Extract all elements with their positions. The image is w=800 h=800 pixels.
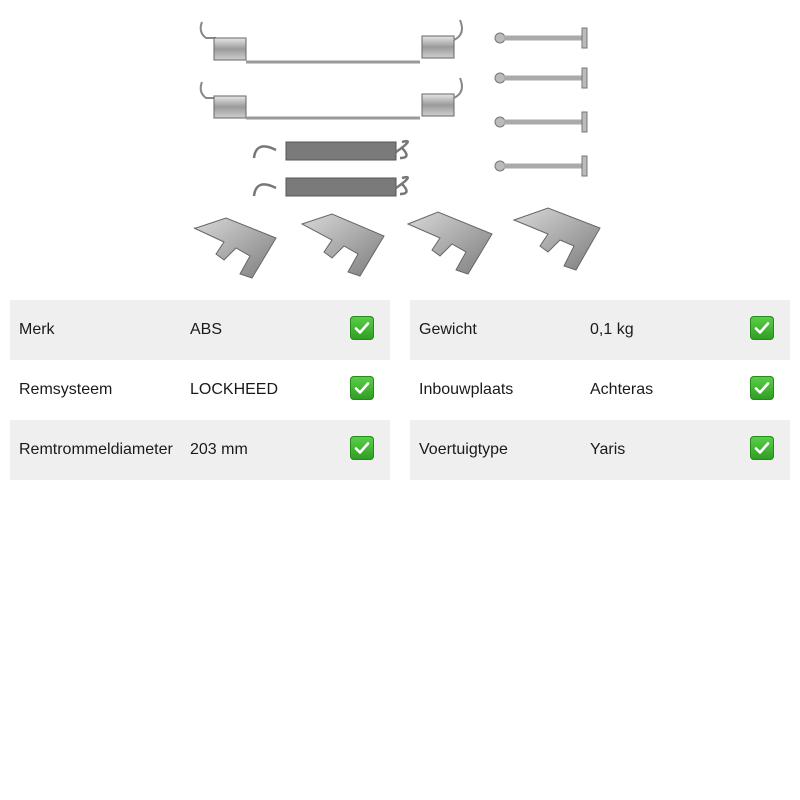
spec-value: Achteras <box>590 381 654 398</box>
spec-row-gewicht: Gewicht 0,1 kg <box>410 300 790 360</box>
spec-table-left: Merk ABS Remsysteem LOCKHEED Remtrommeld… <box>10 300 390 480</box>
clip-1 <box>193 217 277 279</box>
spec-value: 203 mm <box>190 441 248 458</box>
check-icon <box>350 436 374 460</box>
check-icon <box>350 316 374 340</box>
check-icon <box>750 436 774 460</box>
check-icon <box>350 376 374 400</box>
short-spring-1 <box>252 139 409 161</box>
brake-kit-illustration <box>193 19 601 279</box>
spec-value: 0,1 kg <box>590 321 634 338</box>
pin-2 <box>494 67 588 89</box>
clip-2 <box>300 213 385 277</box>
spec-label: Inbouwplaats <box>419 381 514 398</box>
spec-label: Gewicht <box>419 321 477 338</box>
pin-1 <box>494 27 588 49</box>
product-image <box>190 10 610 290</box>
check-icon <box>750 316 774 340</box>
spec-value: LOCKHEED <box>190 381 279 398</box>
spec-label: Remtrommeldiameter <box>19 441 173 458</box>
long-spring-1 <box>199 19 463 64</box>
spec-value: Yaris <box>590 441 626 458</box>
spec-label: Merk <box>19 321 55 338</box>
pin-4 <box>494 155 588 177</box>
spec-row-remsysteem: Remsysteem LOCKHEED <box>10 360 390 420</box>
clip-3 <box>406 211 493 275</box>
spec-row-voertuigtype: Voertuigtype Yaris <box>410 420 790 480</box>
spec-value: ABS <box>190 321 223 338</box>
spec-label: Voertuigtype <box>419 441 508 458</box>
spec-row-merk: Merk ABS <box>10 300 390 360</box>
pin-3 <box>494 111 588 133</box>
spec-label: Remsysteem <box>19 381 113 398</box>
spec-table-right: Gewicht 0,1 kg Inbouwplaats Achteras Voe… <box>410 300 790 480</box>
spec-row-inbouwplaats: Inbouwplaats Achteras <box>410 360 790 420</box>
check-icon <box>750 376 774 400</box>
long-spring-2 <box>199 77 463 120</box>
clip-4 <box>512 207 601 271</box>
spec-row-remtrommeldiameter: Remtrommeldiameter 203 mm <box>10 420 390 480</box>
short-spring-2 <box>252 175 409 197</box>
